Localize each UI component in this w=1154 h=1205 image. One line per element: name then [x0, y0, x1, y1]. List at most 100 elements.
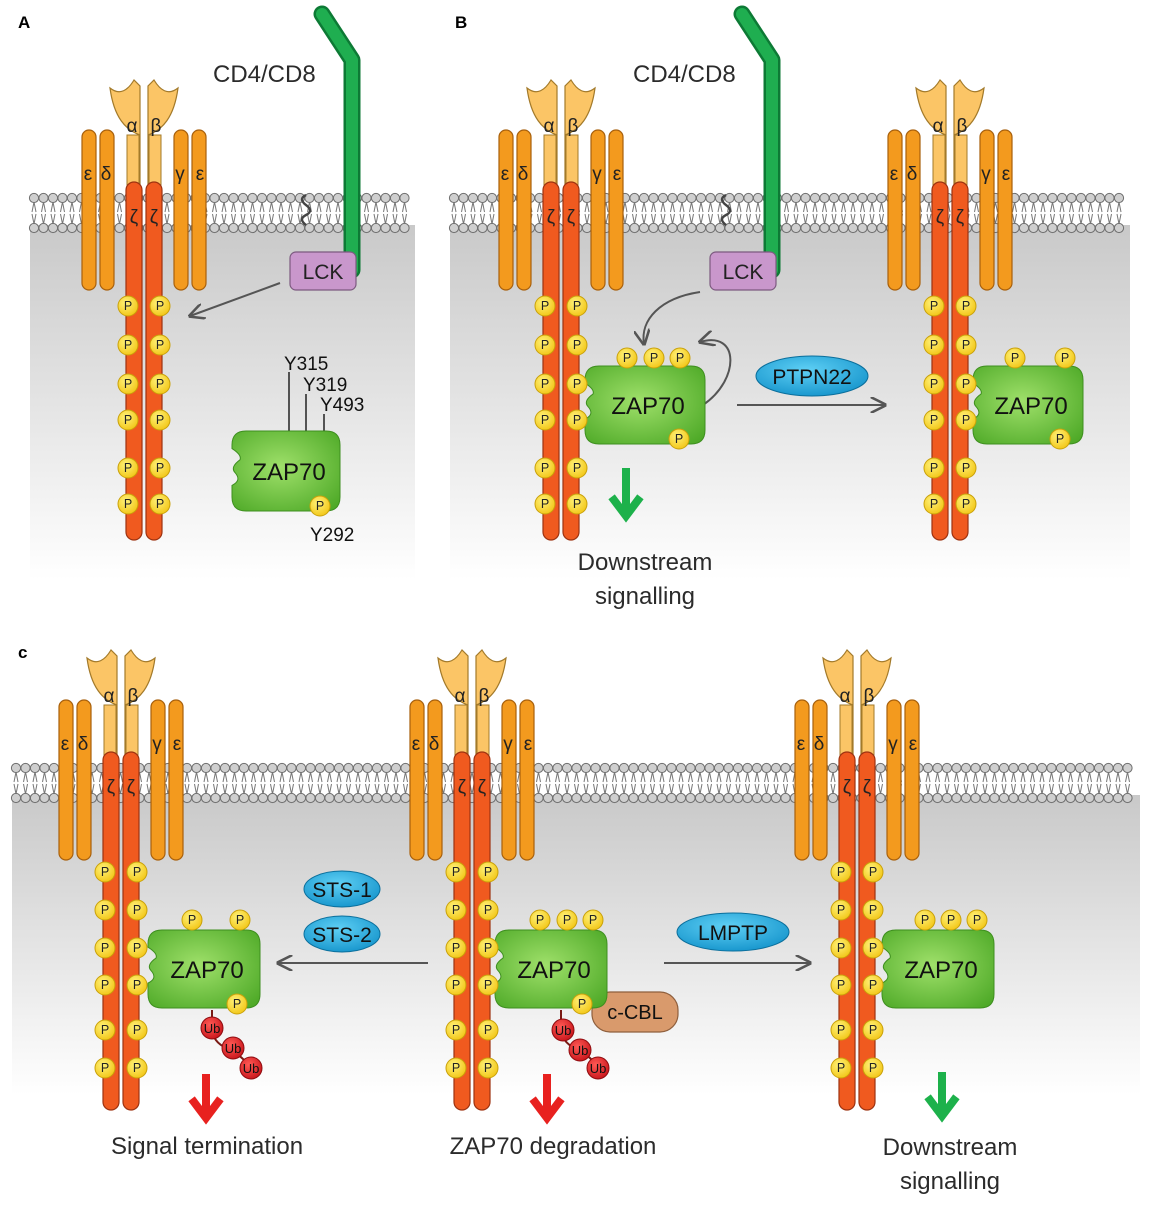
svg-text:δ: δ [814, 734, 825, 755]
phospho-mark: P [923, 295, 945, 317]
phospho-mark: P [181, 909, 203, 931]
svg-text:P: P [837, 865, 845, 879]
svg-text:P: P [101, 978, 109, 992]
phospho-mark: P [226, 993, 248, 1015]
phospho-mark: P [940, 909, 962, 931]
svg-text:Ub: Ub [204, 1021, 221, 1036]
svg-text:ZAP70: ZAP70 [904, 957, 977, 984]
svg-text:ζ: ζ [843, 777, 852, 798]
phospho-mark: P [955, 409, 977, 431]
svg-text:δ: δ [78, 734, 89, 755]
svg-text:P: P [869, 1061, 877, 1075]
phospho-mark: P [477, 1019, 499, 1041]
phospho-mark: P [830, 1057, 852, 1079]
svg-text:ζ: ζ [458, 777, 467, 798]
lck-label-b: LCK [723, 261, 764, 284]
svg-text:P: P [962, 461, 970, 475]
svg-text:P: P [452, 978, 460, 992]
svg-text:P: P [124, 299, 132, 313]
svg-text:α: α [933, 116, 944, 137]
svg-text:ε: ε [1002, 164, 1011, 185]
svg-text:P: P [573, 413, 581, 427]
zap70-c-center: ZAP70 [494, 929, 608, 1009]
phospho-mark: P [643, 347, 665, 369]
svg-text:P: P [962, 413, 970, 427]
phospho-mark: P [955, 295, 977, 317]
phospho-mark: P [149, 409, 171, 431]
phospho-mark: P [445, 1057, 467, 1079]
svg-text:α: α [104, 686, 115, 707]
phospho-mark: P [229, 909, 251, 931]
phospho-mark: P [126, 937, 148, 959]
lck-kinase [289, 251, 357, 291]
phospho-mark: P [126, 1019, 148, 1041]
svg-text:ζ: ζ [107, 777, 116, 798]
panel-a: LCK Y315 Y319 Y493 Y292 [190, 193, 364, 546]
svg-text:P: P [1056, 432, 1064, 446]
lck-anchor-icon-b [720, 193, 732, 226]
downstream-arrow-c [924, 1072, 960, 1123]
svg-text:γ: γ [175, 164, 185, 185]
phospho-mark: P [582, 909, 604, 931]
svg-text:P: P [541, 497, 549, 511]
svg-text:P: P [133, 1061, 141, 1075]
svg-text:P: P [156, 461, 164, 475]
svg-text:P: P [133, 865, 141, 879]
svg-text:P: P [837, 978, 845, 992]
svg-text:P: P [101, 1061, 109, 1075]
phospho-mark: P [445, 974, 467, 996]
phospho-mark: P [94, 937, 116, 959]
svg-text:P: P [156, 299, 164, 313]
svg-text:P: P [484, 1061, 492, 1075]
coreceptor-label-b: CD4/CD8 [633, 61, 736, 88]
svg-text:P: P [536, 913, 544, 927]
ccbl-label: c-CBL [607, 1002, 663, 1024]
svg-text:P: P [869, 1023, 877, 1037]
phospho-mark: P [126, 861, 148, 883]
svg-text:ZAP70: ZAP70 [994, 393, 1067, 420]
phospho-mark: P [830, 1019, 852, 1041]
phospho-mark: P [94, 861, 116, 883]
phospho-mark: P [862, 899, 884, 921]
svg-text:P: P [962, 497, 970, 511]
svg-text:α: α [455, 686, 466, 707]
sts2-label: STS-2 [312, 924, 372, 947]
zap70-b-active: ZAP70 [584, 365, 706, 445]
phospho-mark: P [923, 493, 945, 515]
phospho-mark: P [94, 1019, 116, 1041]
svg-text:β: β [568, 116, 579, 137]
svg-text:P: P [124, 338, 132, 352]
phospho-mark: P [117, 334, 139, 356]
svg-text:δ: δ [429, 734, 440, 755]
svg-text:P: P [930, 497, 938, 511]
phospho-mark: P [566, 373, 588, 395]
svg-text:γ: γ [152, 734, 162, 755]
svg-text:P: P [675, 432, 683, 446]
phospho-mark: P [477, 937, 499, 959]
svg-text:ζ: ζ [127, 777, 136, 798]
svg-text:ε: ε [196, 164, 205, 185]
phospho-mark: P [1004, 347, 1026, 369]
phospho-mark: P [955, 334, 977, 356]
svg-text:P: P [869, 941, 877, 955]
phospho-mark: P [862, 1057, 884, 1079]
svg-text:α: α [127, 116, 138, 137]
svg-text:α: α [544, 116, 555, 137]
svg-text:P: P [573, 497, 581, 511]
lmptp-label: LMPTP [698, 922, 768, 945]
phospho-mark: P [126, 974, 148, 996]
svg-text:P: P [236, 913, 244, 927]
phospho-mark: P [566, 334, 588, 356]
phospho-mark: P [477, 899, 499, 921]
svg-text:ζ: ζ [567, 207, 576, 228]
svg-text:P: P [837, 1061, 845, 1075]
lmptp-phosphatase [676, 912, 790, 952]
panel-c: STS-1 STS-2 LMPTP c-CBL Signal terminati… [111, 870, 1017, 1195]
svg-text:ε: ε [797, 734, 806, 755]
phospho-mark: P [534, 493, 556, 515]
svg-text:α: α [840, 686, 851, 707]
svg-text:P: P [541, 299, 549, 313]
ubiquitin-mark: Ub [551, 1018, 575, 1042]
